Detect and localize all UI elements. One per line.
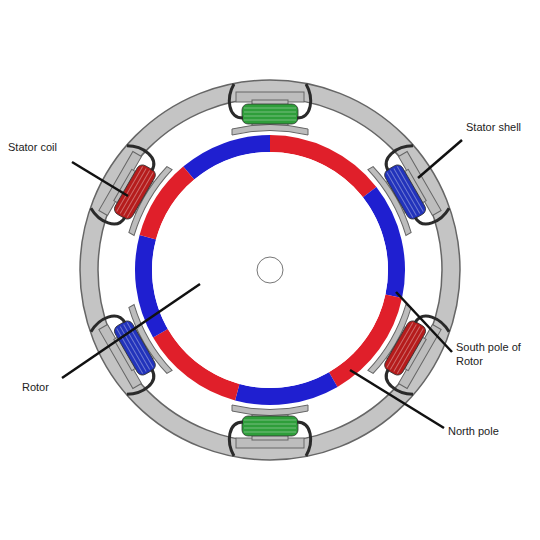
stator-inner — [98, 98, 442, 442]
part-label: Stator shell — [466, 120, 521, 134]
part-label: North pole — [448, 424, 499, 438]
part-label: Rotor — [22, 380, 49, 394]
rotor-body — [152, 152, 388, 388]
stator-coil — [229, 84, 310, 135]
part-label: Stator coil — [8, 140, 57, 154]
leader-lines — [62, 140, 462, 428]
stator-shell — [80, 80, 460, 460]
shaft-hole — [257, 257, 283, 283]
stator-coil — [229, 405, 310, 456]
rotor-magnets — [135, 135, 405, 405]
part-label: South pole of Rotor — [456, 340, 534, 369]
